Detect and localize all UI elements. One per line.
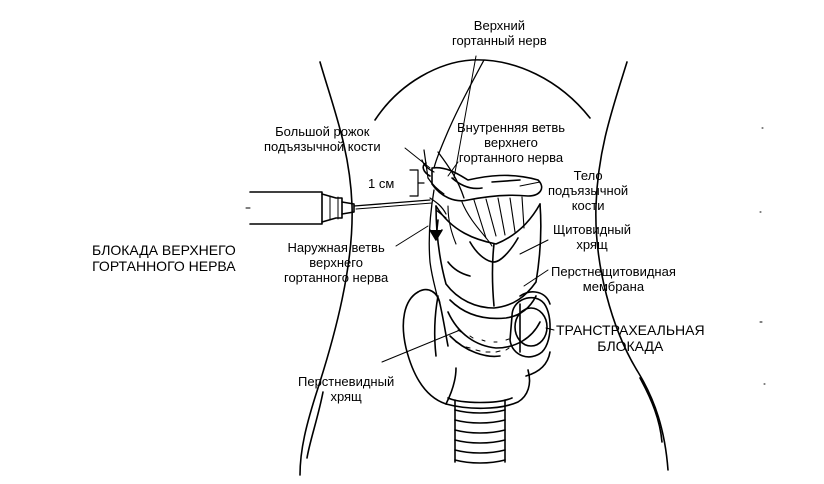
- label-line: хрящ: [576, 237, 608, 252]
- label-line: кости: [571, 198, 605, 213]
- label-line: БЛОКАДА ВЕРХНЕГО: [92, 242, 236, 258]
- label-line: верхнего: [309, 255, 363, 270]
- leader-lines: [381, 55, 555, 363]
- label-line: Большой рожок: [275, 124, 370, 139]
- label-line: подъязычной кости: [264, 139, 381, 154]
- label-line: мембрана: [582, 279, 645, 294]
- label-line: гортанного нерва: [458, 150, 564, 165]
- nerves: [428, 59, 485, 301]
- neck-outline: [299, 59, 669, 476]
- label-line: Щитовидный: [553, 222, 632, 237]
- label-line: Перстневидный: [298, 374, 395, 389]
- label-transtracheal-block: ТРАНСТРАХЕАЛЬНАЯ БЛОКАДА: [556, 322, 705, 354]
- downward-arrow-icon: [429, 219, 443, 241]
- label-line: Перстнещитовидная: [551, 264, 676, 279]
- label-line: 1 см: [368, 176, 395, 191]
- label-one-cm: 1 см: [368, 176, 394, 191]
- label-cricothyroid-membrane: Перстнещитовидная мембрана: [551, 264, 676, 294]
- thyrohyoid-membrane: [447, 196, 525, 247]
- edge-specks: [759, 127, 766, 385]
- needle-syringe: [245, 191, 433, 225]
- label-external-branch: Наружная ветвь верхнего гортанного нерва: [284, 240, 388, 285]
- label-line: Тело: [573, 168, 603, 183]
- label-line: гортанного нерва: [284, 270, 389, 285]
- label-line: верхнего: [484, 135, 538, 150]
- label-line: подъязычной: [548, 183, 629, 198]
- thyroid-cartilage: [435, 203, 542, 309]
- label-line: Внутренняя ветвь: [457, 120, 566, 135]
- label-line: ГОРТАННОГО НЕРВА: [92, 258, 236, 274]
- label-line: гортанный нерв: [452, 33, 547, 48]
- label-superior-laryngeal-nerve: Верхний гортанный нерв: [452, 18, 547, 48]
- label-line: ТРАНСТРАХЕАЛЬНАЯ: [556, 322, 705, 338]
- transtracheal-syringe: [509, 296, 551, 358]
- label-line: Верхний: [473, 18, 525, 33]
- label-line: БЛОКАДА: [597, 338, 664, 354]
- one-cm-bracket: [409, 169, 425, 197]
- label-line: Наружная ветвь: [287, 240, 385, 255]
- trachea: [447, 397, 513, 464]
- label-greater-horn-hyoid: Большой рожок подъязычной кости: [264, 124, 381, 154]
- injection-site: [421, 149, 447, 219]
- label-line: хрящ: [330, 389, 362, 404]
- hyoid-bone: [422, 162, 543, 202]
- label-thyroid-cartilage: Щитовидный хрящ: [553, 222, 631, 252]
- label-block-superior: БЛОКАДА ВЕРХНЕГО ГОРТАННОГО НЕРВА: [92, 242, 236, 274]
- label-internal-branch: Внутренняя ветвь верхнего гортанного нер…: [457, 120, 565, 165]
- label-cricoid-cartilage: Перстневидный хрящ: [298, 374, 394, 404]
- label-hyoid-body: Тело подъязычной кости: [548, 168, 628, 213]
- cricoid-cartilage: [447, 295, 541, 358]
- cricoid-stipple: [455, 329, 510, 353]
